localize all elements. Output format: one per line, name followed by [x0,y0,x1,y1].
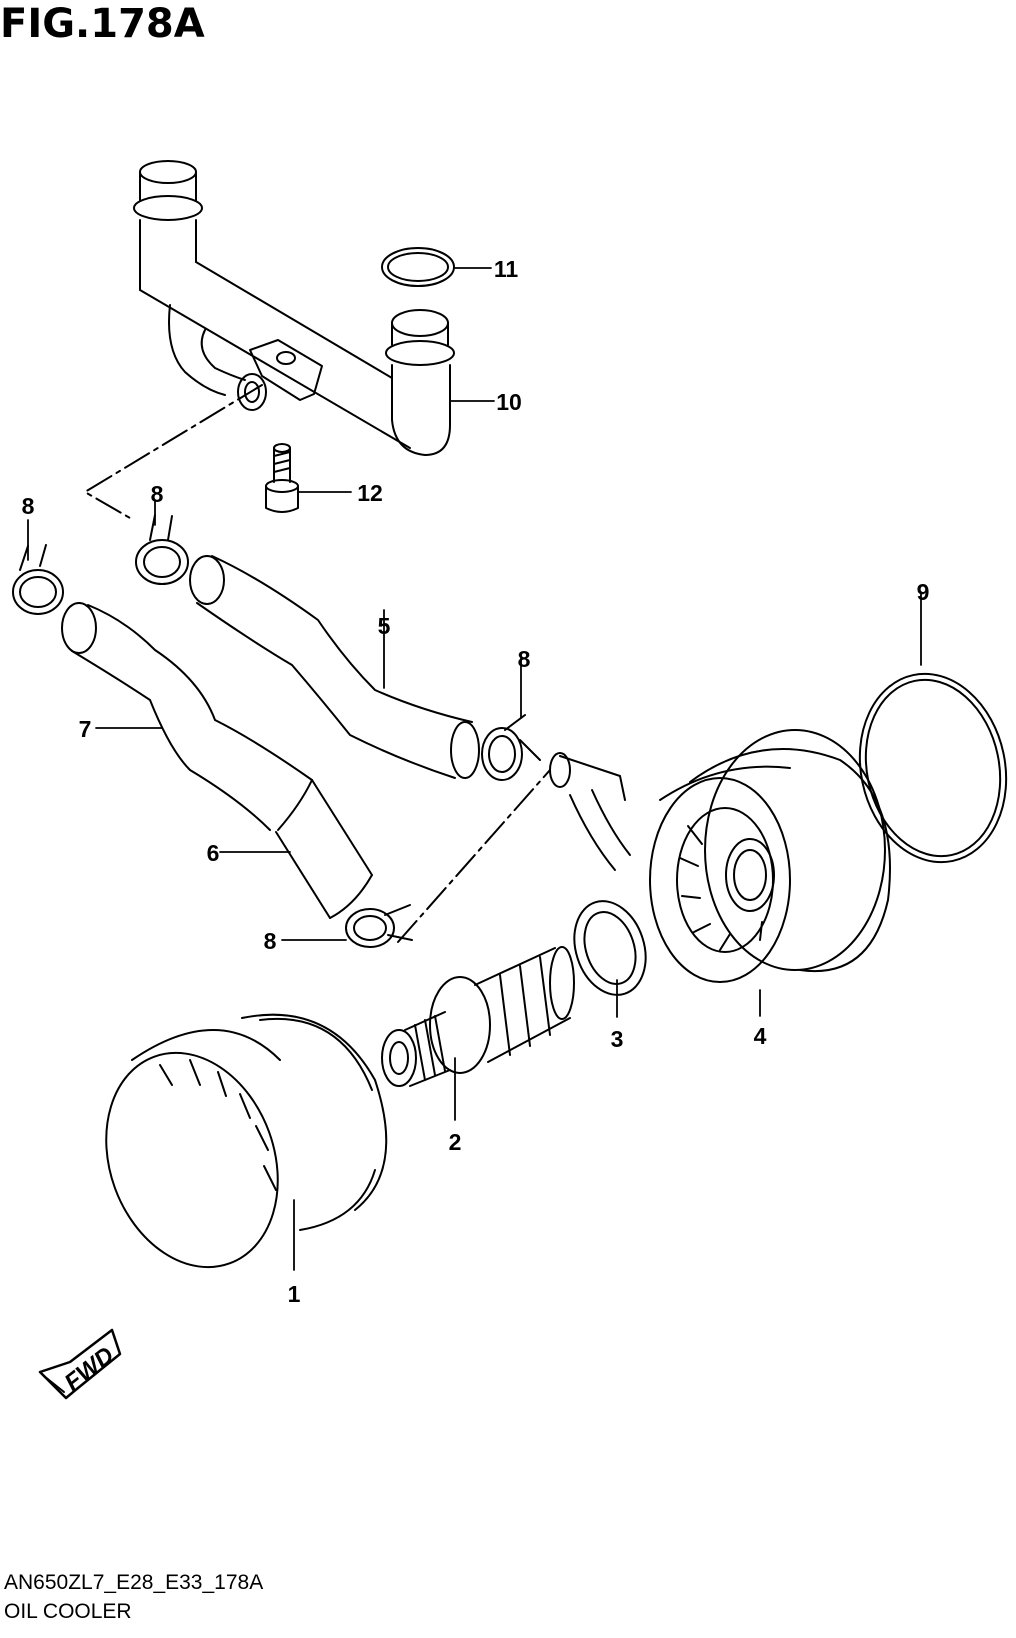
callout-5: 5 [378,613,391,639]
leader-lines [27,267,922,1271]
callout-8-d: 8 [264,928,277,954]
hose-clip-part-8-a [12,544,64,615]
callout-8-b: 8 [151,481,164,507]
callout-7: 7 [79,716,92,742]
alignment-line-lower [397,769,551,943]
alignment-line-upper [84,384,263,519]
union-bolt-part-2 [381,946,575,1087]
callout-8-c: 8 [518,646,531,672]
callout-12: 12 [357,480,383,506]
o-ring-part-11 [381,247,455,287]
fwd-arrow-icon [38,1328,122,1400]
bolt-part-12 [265,443,299,513]
hose-clip-part-8-b [135,514,189,585]
oil-cooler-part-4 [549,729,891,983]
figure-title: FIG.178A [0,1,205,47]
callout-1: 1 [288,1281,301,1307]
model-code: AN650ZL7_E28_E33_178A [4,1571,264,1594]
callout-2: 2 [449,1129,462,1155]
hose-part-7 [61,602,313,831]
callout-8-a: 8 [22,493,35,519]
hose-part-5 [189,555,480,779]
callout-10: 10 [496,389,522,415]
oil-filter-part-1 [105,1013,388,1269]
cooler-o-ring-part-9 [858,672,1008,864]
callout-4: 4 [754,1023,767,1049]
callout-11: 11 [494,256,519,282]
fwd-label: FWD [60,1342,120,1397]
callout-6: 6 [207,840,220,866]
callout-3: 3 [611,1026,624,1052]
callout-9: 9 [917,579,930,605]
oil-pipe-part-10 [133,160,455,456]
hose-clip-part-8-c [481,714,541,781]
washer-part-3 [573,900,647,996]
figure-name: OIL COOLER [4,1600,132,1623]
hose-clip-part-8-d [345,904,413,948]
hose-part-6 [275,779,373,919]
